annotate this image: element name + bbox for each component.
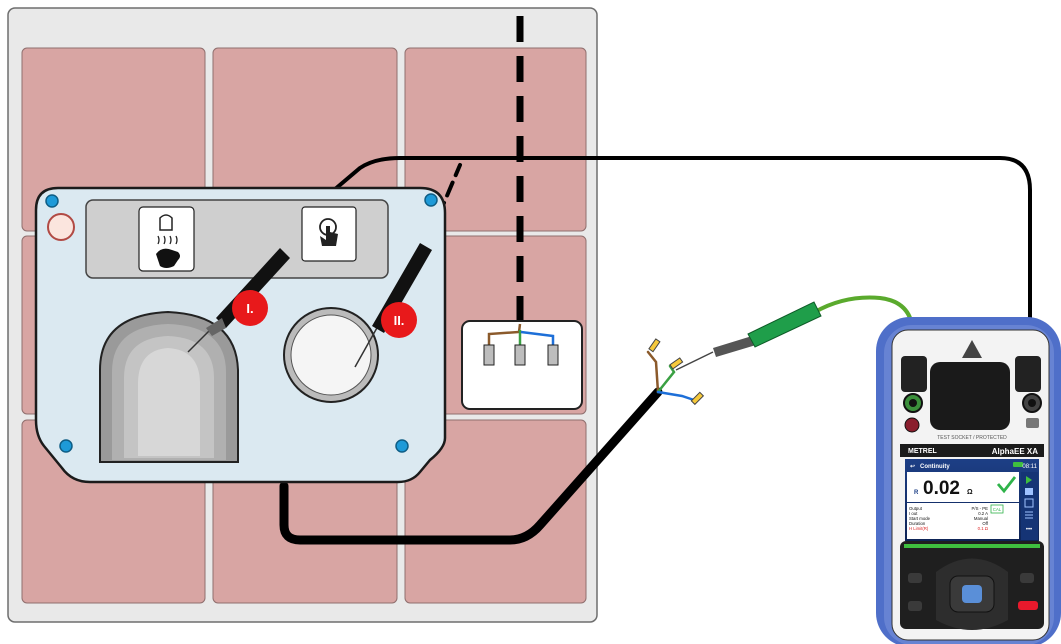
socket-label: TEST SOCKET / PROTECTED xyxy=(937,435,1007,441)
param-name: I out xyxy=(909,511,918,516)
round-sensor xyxy=(283,307,379,403)
brand-name: METREL xyxy=(908,448,938,455)
f1-key[interactable] xyxy=(908,573,922,583)
screen-clock: 08:11 xyxy=(1022,464,1037,470)
screw-icon xyxy=(59,439,73,453)
screen-back-icon: ↩ xyxy=(910,464,915,470)
appliance-plate xyxy=(34,186,447,484)
screw-icon xyxy=(395,439,409,453)
conductor-tips xyxy=(648,338,705,406)
param-value: Off xyxy=(982,521,988,526)
list-icon[interactable] xyxy=(1024,498,1034,508)
probe-1-marker: I. xyxy=(232,290,268,326)
conductor-blue xyxy=(656,390,696,402)
more-icon[interactable]: ••• xyxy=(1026,527,1032,533)
conductor-brown xyxy=(646,350,660,394)
dryer-nozzle xyxy=(99,310,239,463)
conductor-green xyxy=(656,364,676,394)
probe-1-label: I. xyxy=(246,301,253,316)
green-probe xyxy=(675,301,822,371)
keypad xyxy=(900,541,1044,630)
hand-dryer-icon xyxy=(138,206,195,272)
black-test-lead xyxy=(273,156,1032,402)
mains-cable xyxy=(279,387,663,545)
push-button-icon xyxy=(301,206,357,262)
instrument-screen: ↩ Continuity 08:11 R 0.02 Ω Output P/S -… xyxy=(905,459,1039,541)
indicator-lamp xyxy=(47,213,75,241)
screw-icon xyxy=(424,193,438,207)
pass-check-icon xyxy=(996,476,1017,494)
param-value: P/S - PE xyxy=(972,506,989,511)
param-name: Output xyxy=(909,506,923,511)
test-instrument: TEST SOCKET / PROTECTED METREL AlphaEE X… xyxy=(876,317,1061,644)
probe-2-label: II. xyxy=(394,313,405,328)
screen-title: Continuity xyxy=(920,464,950,470)
screw-icon xyxy=(45,194,59,208)
param-value: Manual xyxy=(974,516,988,521)
param-name: Duration xyxy=(909,521,926,526)
battery-icon xyxy=(1013,462,1023,467)
ok-button[interactable] xyxy=(962,585,982,603)
cal-badge: CAL xyxy=(993,507,1002,512)
param-name: H Limit(R) xyxy=(909,526,929,531)
save-icon[interactable] xyxy=(1025,488,1033,495)
settings-icon[interactable] xyxy=(1025,511,1033,519)
terminal-brown xyxy=(483,344,495,366)
terminal-blue xyxy=(547,344,559,366)
connector-panel: TEST SOCKET / PROTECTED xyxy=(901,340,1042,441)
f2-key[interactable] xyxy=(908,601,922,611)
model-name: AlphaEE XA xyxy=(992,447,1038,456)
probe-2-marker: II. xyxy=(381,302,417,338)
f3-key[interactable] xyxy=(1020,573,1034,583)
param-value: 0.1 Ω xyxy=(978,526,989,531)
terminal-green xyxy=(514,344,526,366)
param-value: 0.2 A xyxy=(978,511,988,516)
param-name: Start mode xyxy=(909,516,931,521)
reading-prefix: R xyxy=(914,490,919,496)
stop-button[interactable] xyxy=(1018,601,1038,610)
reading-unit: Ω xyxy=(967,489,973,496)
reading-value: 0.02 xyxy=(923,478,960,499)
junction-box xyxy=(461,320,583,410)
start-icon[interactable] xyxy=(1026,476,1032,484)
